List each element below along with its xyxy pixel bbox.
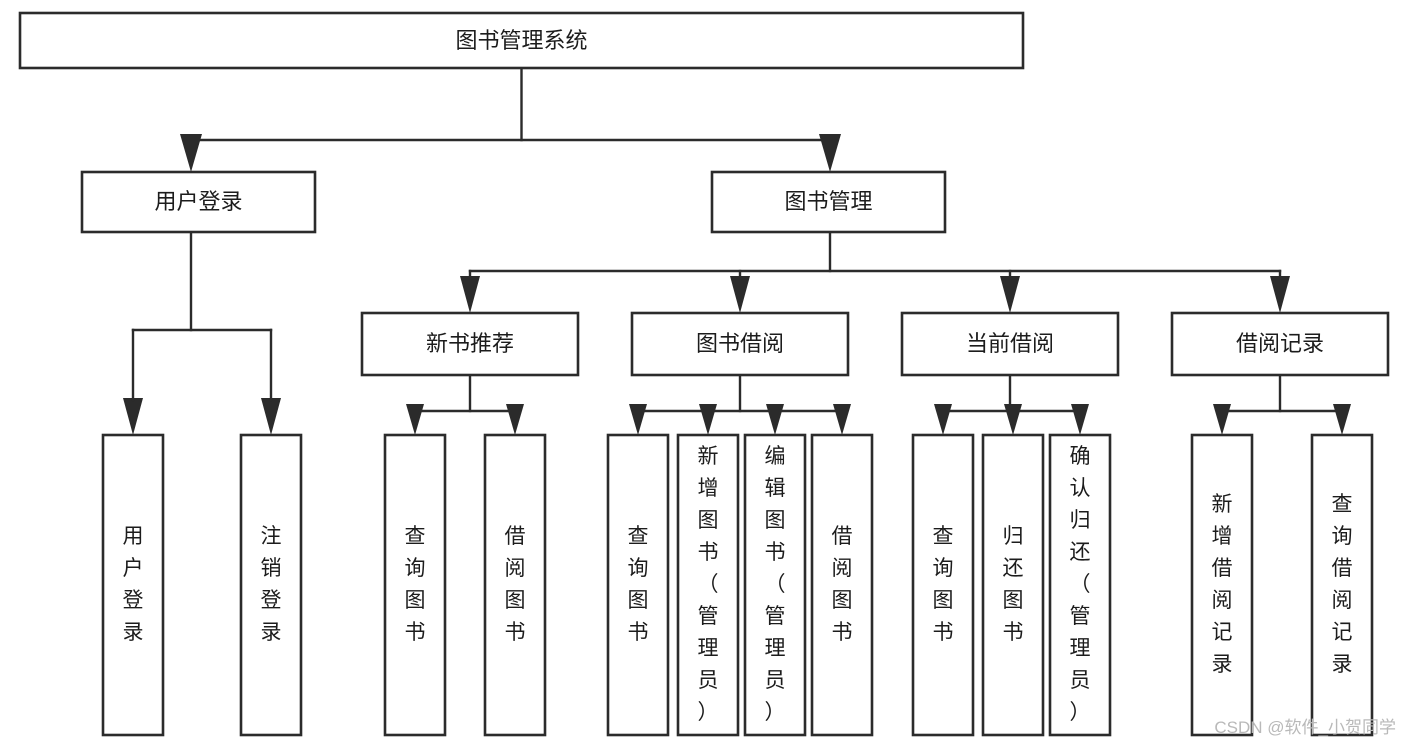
node-leaf-edit-book-admin[interactable]: 编辑图书（管理员） [743,433,807,737]
node-leaf-query-borrow-record[interactable]: 查询借阅记录 [1310,433,1374,737]
node-leaf-query-book-3[interactable]: 查询图书 [911,433,975,737]
arrow-icon-leaf-query-borrow-record [1333,404,1351,435]
node-book-borrow-label: 图书借阅 [696,331,784,356]
node-leaf-user-login-box[interactable] [101,433,165,737]
node-leaf-query-book-1-box[interactable] [383,433,447,737]
node-leaf-query-book-1[interactable]: 查询图书 [383,433,447,737]
node-current-borrow-label: 当前借阅 [966,331,1054,356]
node-book-management-box[interactable] [710,170,947,234]
node-book-borrow[interactable]: 图书借阅 [630,311,850,377]
node-leaf-edit-book-admin-box[interactable] [743,433,807,737]
node-leaf-query-book-3-box[interactable] [911,433,975,737]
connector-layer [123,66,1351,435]
node-root-box[interactable] [18,11,1025,70]
arrow-icon-leaf-borrow-book-1 [506,404,524,435]
watermark-label: CSDN @软件_小贺同学 [1214,718,1396,737]
node-leaf-user-login-label: 用户登录 [123,525,144,644]
node-current-borrow-box[interactable] [900,311,1120,377]
arrow-icon-current-borrow [1000,276,1020,313]
arrow-icon-leaf-borrow-book-2 [833,404,851,435]
node-new-book-recommend[interactable]: 新书推荐 [360,311,580,377]
node-leaf-return-book-label: 归还图书 [1003,525,1024,644]
node-leaf-confirm-return-admin-box[interactable] [1048,433,1112,737]
node-borrow-record-box[interactable] [1170,311,1390,377]
node-leaf-return-book-box[interactable] [981,433,1045,737]
node-leaf-add-borrow-record-box[interactable] [1190,433,1254,737]
node-leaf-borrow-book-2-box[interactable] [810,433,874,737]
node-leaf-user-login[interactable]: 用户登录 [101,433,165,737]
node-leaf-borrow-book-1[interactable]: 借阅图书 [483,433,547,737]
node-current-borrow[interactable]: 当前借阅 [900,311,1120,377]
node-leaf-query-borrow-record-box[interactable] [1310,433,1374,737]
arrow-icon-leaf-add-book-admin [699,404,717,435]
arrow-icon-leaf-confirm-return-admin [1071,404,1089,435]
node-leaf-query-book-2-box[interactable] [606,433,670,737]
leaf-node-layer: 用户登录 注销登录 查询图书 借阅图书 查询图书 新增图书（管理员） 编辑图书（管理员） 借阅… [101,433,1374,737]
arrow-icon-leaf-query-book-2 [629,404,647,435]
node-book-management[interactable]: 图书管理 [710,170,947,234]
node-leaf-borrow-book-2-label: 借阅图书 [832,525,853,644]
arrow-icon-book-management [819,134,841,172]
node-leaf-confirm-return-admin-label: 确认归还（管理员） [1070,445,1091,724]
arrow-icon-leaf-logout [261,398,281,435]
arrow-icon-borrow-record [1270,276,1290,313]
node-leaf-edit-book-admin-label: 编辑图书（管理员） [765,445,786,724]
node-leaf-add-book-admin[interactable]: 新增图书（管理员） [676,433,740,737]
node-leaf-logout-label: 注销登录 [261,525,282,644]
node-leaf-borrow-book-2[interactable]: 借阅图书 [810,433,874,737]
node-leaf-add-book-admin-label: 新增图书（管理员） [698,445,719,724]
node-leaf-add-borrow-record[interactable]: 新增借阅记录 [1190,433,1254,737]
node-leaf-add-book-admin-box[interactable] [676,433,740,737]
node-leaf-query-book-2[interactable]: 查询图书 [606,433,670,737]
node-book-management-label: 图书管理 [784,189,872,214]
node-leaf-query-book-2-label: 查询图书 [628,525,649,644]
arrow-icon-leaf-query-book-3 [934,404,952,435]
arrow-icon-new-book-recommend [460,276,480,313]
node-user-login[interactable]: 用户登录 [80,170,317,234]
node-leaf-logout[interactable]: 注销登录 [239,433,303,737]
node-new-book-recommend-label: 新书推荐 [426,331,514,356]
node-user-login-box[interactable] [80,170,317,234]
arrow-icon-leaf-return-book [1004,404,1022,435]
node-leaf-query-borrow-record-label: 查询借阅记录 [1332,493,1353,676]
node-leaf-add-borrow-record-label: 新增借阅记录 [1212,493,1233,676]
node-user-login-label: 用户登录 [154,189,242,214]
node-new-book-recommend-box[interactable] [360,311,580,377]
node-borrow-record[interactable]: 借阅记录 [1170,311,1390,377]
node-leaf-confirm-return-admin[interactable]: 确认归还（管理员） [1048,433,1112,737]
node-root-label: 图书管理系统 [455,28,587,53]
node-leaf-query-book-1-label: 查询图书 [405,525,426,644]
node-leaf-borrow-book-1-box[interactable] [483,433,547,737]
node-leaf-borrow-book-1-label: 借阅图书 [505,525,526,644]
node-leaf-query-book-3-label: 查询图书 [933,525,954,644]
arrow-icon-leaf-user-login [123,398,143,435]
arrow-icon-book-borrow [730,276,750,313]
node-leaf-return-book[interactable]: 归还图书 [981,433,1045,737]
node-book-borrow-box[interactable] [630,311,850,377]
arrow-icon-user-login [180,134,202,172]
arrow-icon-leaf-edit-book-admin [766,404,784,435]
arrow-icon-leaf-add-borrow-record [1213,404,1231,435]
node-leaf-logout-box[interactable] [239,433,303,737]
node-root[interactable]: 图书管理系统 [18,11,1025,70]
node-borrow-record-label: 借阅记录 [1236,331,1324,356]
arrow-icon-leaf-query-book-1 [406,404,424,435]
